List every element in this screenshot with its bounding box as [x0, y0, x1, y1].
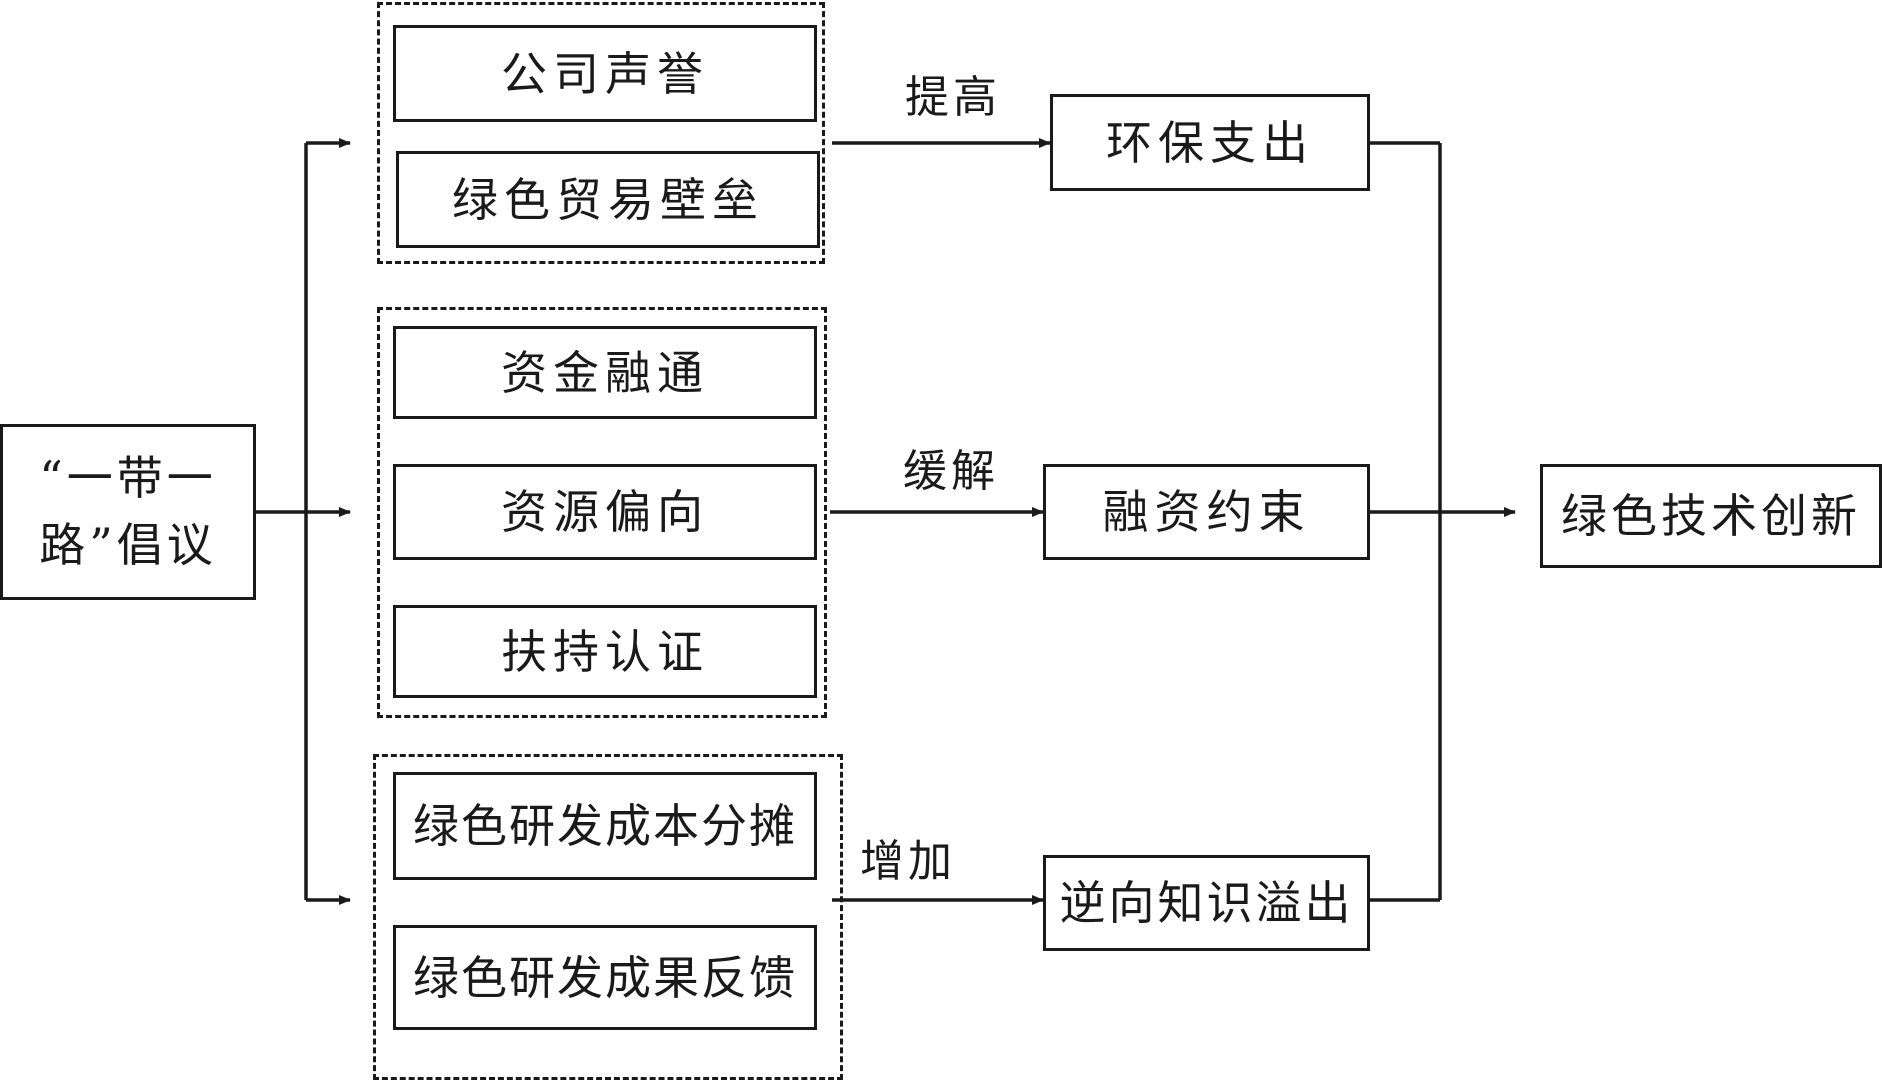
factor-box-resource-tilt: 资源偏向: [393, 464, 817, 560]
source-label-line2: 路”倡议: [39, 518, 217, 572]
source-label-line1: “一带一: [39, 451, 217, 506]
edge-label-add: 增加: [860, 836, 956, 887]
factor-label: 资金融通: [501, 345, 709, 400]
mediator-box-financing-constraint: 融资约束: [1043, 464, 1370, 560]
factor-label: 绿色研发成果反馈: [413, 950, 797, 1005]
source-node: “一带一 路”倡议: [0, 424, 256, 600]
outcome-label: 绿色技术创新: [1561, 489, 1861, 543]
factor-group-1: [377, 2, 825, 264]
factor-label: 公司声誉: [501, 46, 709, 101]
factor-group-2: [377, 307, 827, 718]
mediator-box-environmental-expenditure: 环保支出: [1050, 94, 1370, 191]
mediator-label: 融资约束: [1102, 485, 1311, 539]
factor-box-rd-cost-sharing: 绿色研发成本分摊: [393, 772, 817, 880]
factor-label: 扶持认证: [501, 624, 709, 679]
factor-box-corporate-reputation: 公司声誉: [393, 25, 817, 122]
factor-box-green-trade-barrier: 绿色贸易壁垒: [396, 151, 820, 248]
factor-label: 绿色研发成本分摊: [413, 799, 797, 853]
outcome-box-green-tech-innovation: 绿色技术创新: [1540, 464, 1882, 568]
factor-box-financial-integration: 资金融通: [393, 326, 817, 419]
mediator-label: 逆向知识溢出: [1059, 876, 1354, 930]
edge-label-ease: 缓解: [903, 446, 999, 497]
mediator-label: 环保支出: [1106, 115, 1314, 170]
mediator-box-reverse-knowledge-spillover: 逆向知识溢出: [1043, 855, 1370, 951]
factor-label: 绿色贸易壁垒: [452, 172, 764, 227]
factor-box-support-certification: 扶持认证: [393, 605, 817, 698]
edge-label-increase: 提高: [905, 72, 1001, 123]
factor-label: 资源偏向: [501, 485, 709, 539]
factor-group-3: [373, 754, 843, 1080]
source-label: “一带一 路”倡议: [39, 445, 217, 578]
factor-box-rd-result-feedback: 绿色研发成果反馈: [393, 925, 817, 1030]
